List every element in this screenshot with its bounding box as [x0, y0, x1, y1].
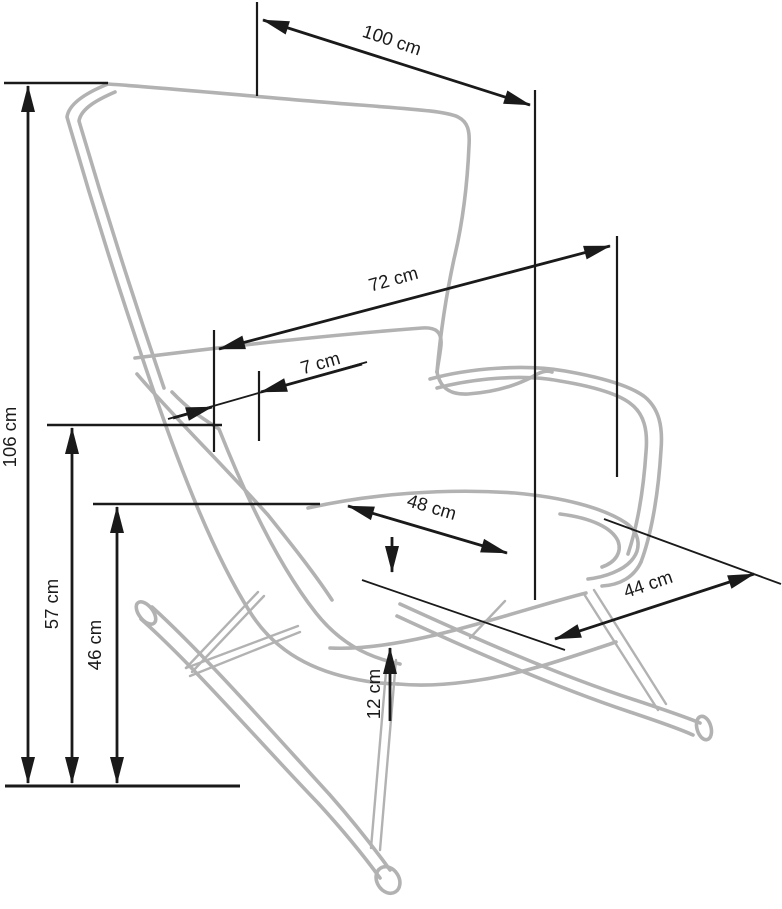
backrest-armrest-seam [435, 369, 554, 396]
chair-outline [65, 82, 714, 896]
center-back-leg [369, 658, 389, 850]
seat-top-edge [306, 489, 640, 581]
dimension-label-106: 106 cm [0, 407, 20, 468]
wing-outer-edge [65, 82, 400, 686]
right-rocker-back-cap [694, 714, 714, 742]
dimension-label-48: 48 cm [405, 490, 459, 524]
seat-bottom-edge [328, 591, 588, 651]
dimension-line-100 [262, 18, 531, 107]
dimension-label-46: 46 cm [84, 620, 105, 670]
seat-lower-band [396, 640, 618, 687]
dimension-label-57: 57 cm [41, 579, 62, 629]
wing-outer-edge-inner [77, 90, 166, 390]
right-rear-leg [582, 592, 660, 712]
dimension-label-12: 12 cm [363, 669, 384, 719]
right-rocker-top-edge [398, 602, 702, 725]
left-front-leg [184, 590, 260, 670]
left-rocker-top-edge [150, 605, 392, 872]
leader-line-44-upper [603, 518, 782, 585]
right-front-leg [468, 599, 507, 640]
dimension-12-group [383, 537, 399, 721]
dimension-arrow-7-right [260, 362, 363, 394]
dimension-line-48 [347, 504, 508, 555]
left-rocker-front-cap [134, 600, 158, 626]
right-rocker-bottom-edge [395, 614, 695, 737]
wing-inner-seam [135, 372, 334, 602]
seat-right-piping [558, 512, 621, 569]
dimension-72-group [212, 236, 619, 477]
dimension-label-44: 44 cm [621, 566, 675, 602]
center-back-leg-2 [378, 658, 398, 852]
armrest-inner-edge [435, 375, 649, 556]
armrest-outer-edge [428, 365, 664, 564]
dimension-48-group [347, 504, 508, 555]
left-rocker-bottom-edge [139, 617, 382, 880]
dimension-line-44 [554, 572, 755, 641]
backrest-lumbar-seam [133, 326, 443, 374]
dimension-106-group [4, 81, 108, 784]
left-rocker-back-cap [374, 864, 402, 896]
dimension-annotations [4, 2, 782, 788]
dimension-46-group [93, 502, 320, 784]
dimension-44-group [361, 518, 782, 651]
dimension-7-group [167, 361, 368, 441]
dimension-label-72: 72 cm [366, 262, 420, 296]
wing-inner-edge [170, 390, 402, 666]
dimension-arrow-7-left [172, 405, 213, 421]
dimension-57-group [47, 423, 222, 784]
dimension-line-72 [218, 244, 611, 351]
leader-line-44-lower [361, 579, 566, 651]
dimension-label-7: 7 cm [298, 347, 342, 378]
left-rear-leg-2 [188, 630, 302, 678]
